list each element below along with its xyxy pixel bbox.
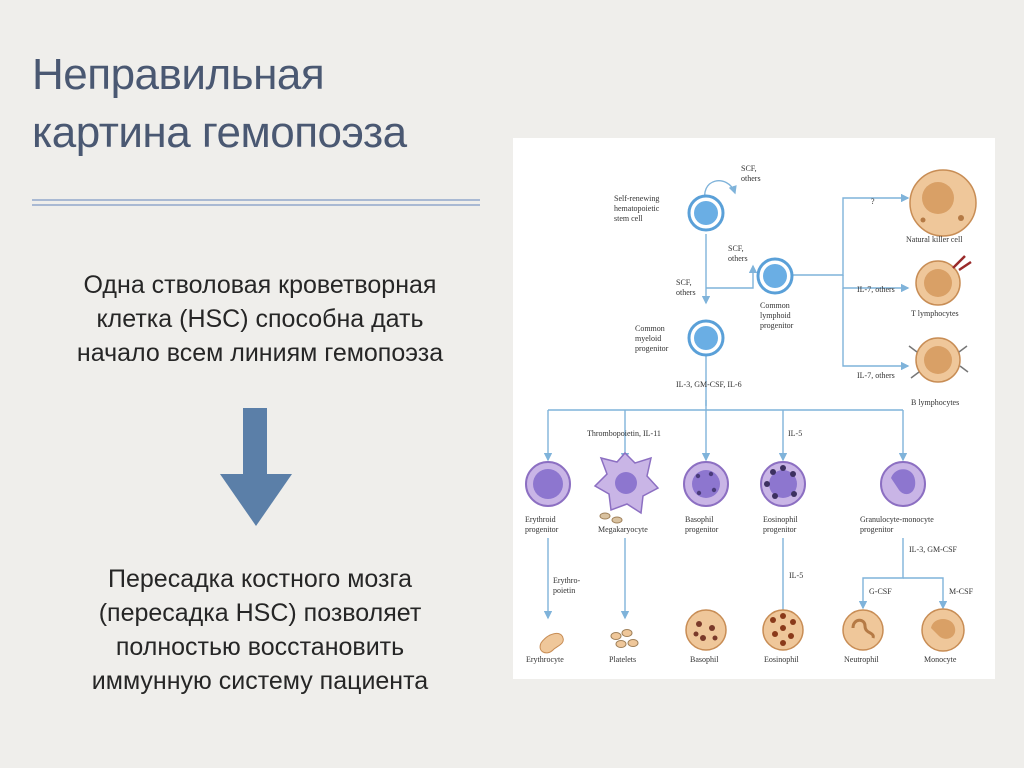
megakaryocyte-cell bbox=[593, 451, 660, 524]
monocyte-label: Monocyte bbox=[924, 655, 957, 664]
title-divider-bottom bbox=[32, 204, 480, 206]
paragraph-hsc-line-3: начало всем линиям гемопоэза bbox=[76, 339, 444, 367]
gcsf-label: G-CSF bbox=[869, 587, 892, 596]
paragraph-transplant-line-1: Пересадка костного мозга bbox=[108, 565, 412, 593]
platelets-label: Platelets bbox=[609, 655, 636, 664]
slide-title: Неправильная картина гемопоэза bbox=[32, 46, 492, 162]
paragraph-hsc: Одна стволовая кроветворная клетка (HSC)… bbox=[30, 268, 490, 370]
eosinophil-label: Eosinophil bbox=[764, 655, 799, 664]
eosinophil-cell bbox=[762, 609, 804, 651]
eosinophil-progenitor-cell bbox=[760, 461, 806, 507]
paragraph-transplant-line-4: иммунную систему пациента bbox=[91, 667, 429, 695]
megakaryocyte-label: Megakaryocyte bbox=[598, 525, 648, 534]
basophil-progenitor-cell bbox=[683, 461, 729, 507]
down-arrow-icon bbox=[220, 408, 292, 526]
il3-gm-il6-label: IL-3, GM-CSF, IL-6 bbox=[676, 380, 742, 389]
il5-label-b: IL-5 bbox=[789, 571, 803, 580]
gm-progenitor-cell bbox=[880, 461, 926, 507]
erythroid-label-2: progenitor bbox=[525, 525, 559, 534]
diagram-connectors bbox=[543, 180, 948, 620]
stem-cell-label-2: hematopoietic bbox=[614, 204, 660, 213]
eosinophil-prog-label-2: progenitor bbox=[763, 525, 797, 534]
eosinophil-prog-label-1: Eosinophil bbox=[763, 515, 798, 524]
stem-cell-label-3: stem cell bbox=[614, 214, 643, 223]
myeloid-label-2: myeloid bbox=[635, 334, 661, 343]
scf-mid-1: SCF, bbox=[728, 244, 744, 253]
title-divider-top bbox=[32, 199, 480, 201]
epo-label-1: Erythro- bbox=[553, 576, 580, 585]
lymphoid-progenitor-cell bbox=[756, 257, 794, 295]
erythrocyte-label: Erythrocyte bbox=[526, 655, 564, 664]
thrombo-label: Thrombopoietin, IL-11 bbox=[587, 429, 661, 438]
lymphoid-label-1: Common bbox=[760, 301, 790, 310]
il5-label-a: IL-5 bbox=[788, 429, 802, 438]
scf-left-1: SCF, bbox=[676, 278, 692, 287]
il3-gm-label: IL-3, GM-CSF bbox=[909, 545, 958, 554]
myeloid-label-3: progenitor bbox=[635, 344, 669, 353]
mcsf-label: M-CSF bbox=[949, 587, 974, 596]
erythroid-label-1: Erythroid bbox=[525, 515, 556, 524]
b-lymphocyte-cell bbox=[908, 337, 969, 383]
scf-top-1: SCF, bbox=[741, 164, 757, 173]
scf-left-2: others bbox=[676, 288, 696, 297]
question-label: ? bbox=[871, 197, 875, 206]
erythroid-progenitor-cell bbox=[525, 461, 571, 507]
paragraph-transplant-line-2: (пересадка HSC) позволяет bbox=[98, 599, 422, 627]
neutrophil-label: Neutrophil bbox=[844, 655, 879, 664]
paragraph-hsc-line-1: Одна стволовая кроветворная bbox=[83, 271, 437, 299]
b-cells-label: B lymphocytes bbox=[911, 398, 959, 407]
stem-cell-label-1: Self-renewing bbox=[614, 194, 659, 203]
lymphoid-label-3: progenitor bbox=[760, 321, 794, 330]
slide-title-line-2: картина гемопоэза bbox=[32, 108, 407, 157]
lymphoid-label-2: lymphoid bbox=[760, 311, 791, 320]
il7-label-1: IL-7, others bbox=[857, 285, 895, 294]
neutrophil-cell bbox=[842, 609, 884, 651]
erythrocyte-cell bbox=[539, 632, 564, 654]
scf-top-2: others bbox=[741, 174, 761, 183]
epo-label-2: poietin bbox=[553, 586, 575, 595]
platelets-cell bbox=[610, 629, 639, 648]
gm-prog-label-2: progenitor bbox=[860, 525, 894, 534]
hematopoiesis-diagram: Self-renewing hematopoietic stem cell SC… bbox=[513, 138, 995, 679]
basophil-label: Basophil bbox=[690, 655, 719, 664]
nk-cell bbox=[909, 169, 977, 237]
nk-label: Natural killer cell bbox=[906, 235, 963, 244]
il7-label-2: IL-7, others bbox=[857, 371, 895, 380]
t-lymphocyte-cell bbox=[915, 255, 972, 306]
myeloid-progenitor-cell bbox=[687, 319, 725, 357]
gm-prog-label-1: Granulocyte-monocyte bbox=[860, 515, 934, 524]
monocyte-cell bbox=[921, 608, 965, 652]
basophil-prog-label-1: Basophil bbox=[685, 515, 714, 524]
scf-mid-2: others bbox=[728, 254, 748, 263]
slide-title-line-1: Неправильная bbox=[32, 50, 325, 99]
basophil-prog-label-2: progenitor bbox=[685, 525, 719, 534]
paragraph-transplant-line-3: полностью восстановить bbox=[115, 633, 405, 661]
paragraph-transplant: Пересадка костного мозга (пересадка HSC)… bbox=[30, 562, 490, 698]
paragraph-hsc-line-2: клетка (HSC) способна дать bbox=[96, 305, 424, 333]
myeloid-label-1: Common bbox=[635, 324, 665, 333]
basophil-cell bbox=[685, 609, 727, 651]
stem-cell bbox=[687, 194, 725, 232]
t-cells-label: T lymphocytes bbox=[911, 309, 959, 318]
